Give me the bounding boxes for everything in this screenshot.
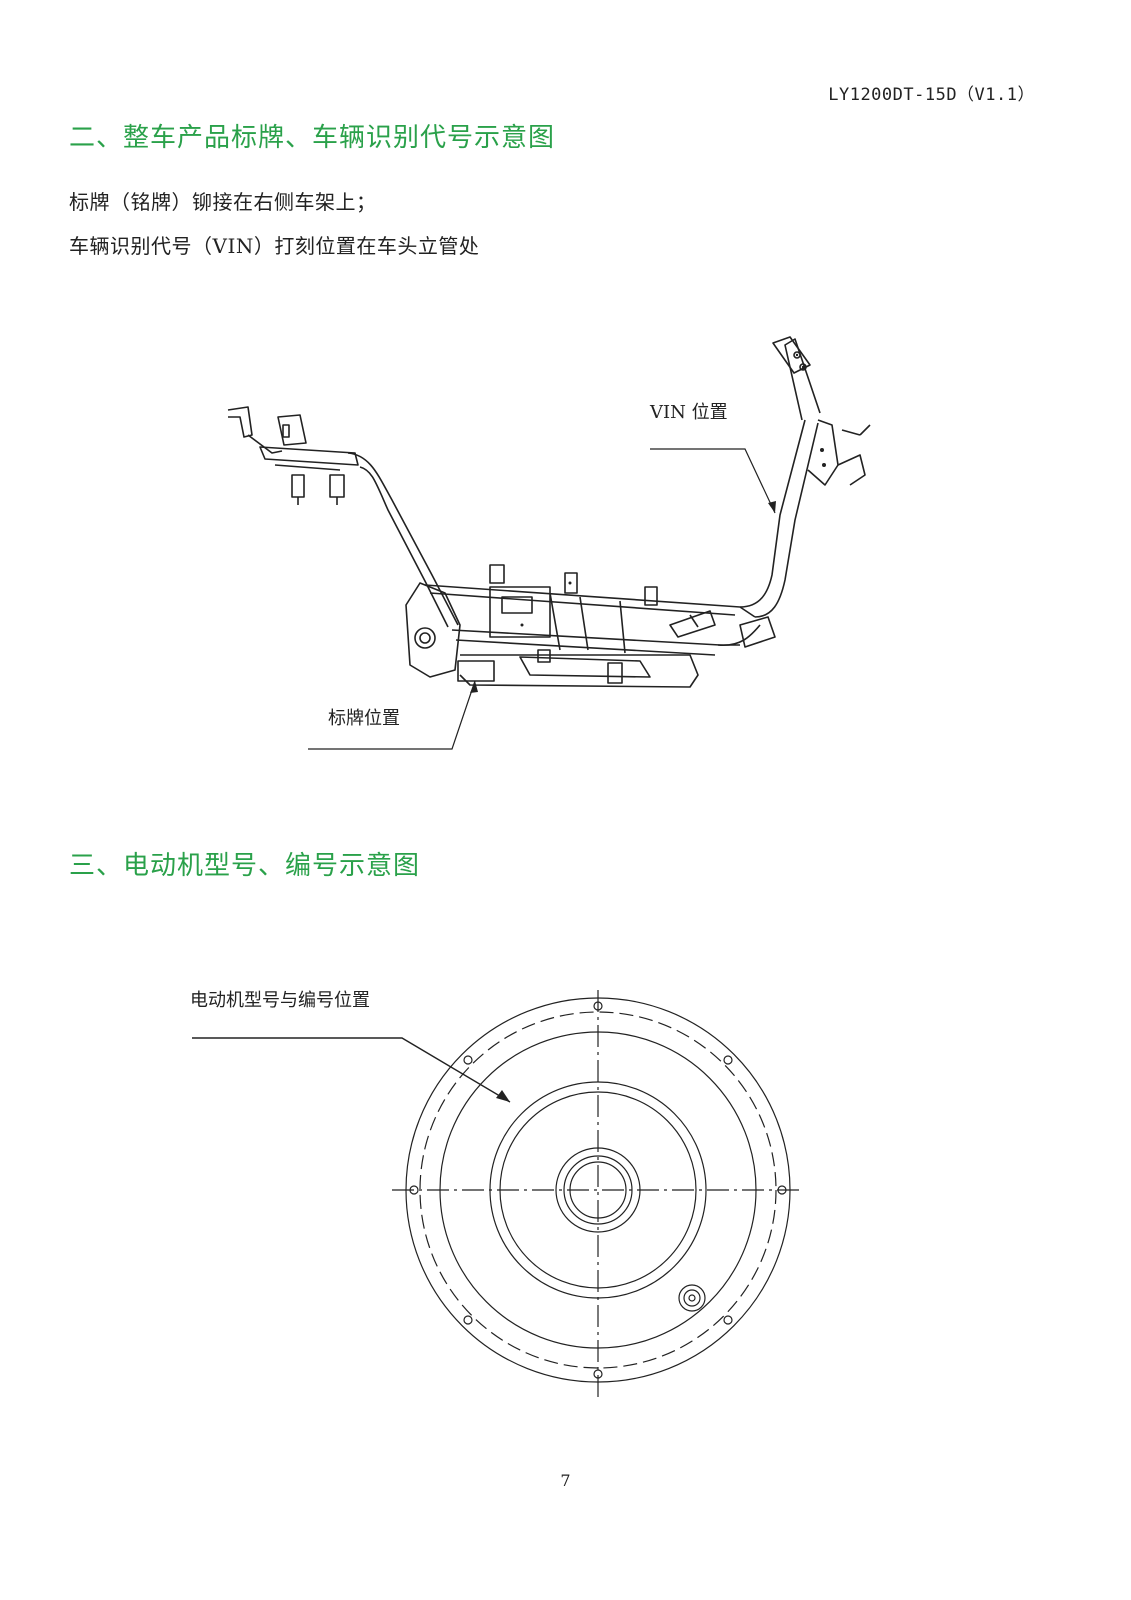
nameplate-position-label: 标牌位置 [328, 708, 400, 729]
motor-drawing [180, 990, 820, 1400]
section-3-title: 三、电动机型号、编号示意图 [69, 851, 421, 881]
vin-stamp-note: 车辆识别代号（VIN）打刻位置在车头立管处 [69, 234, 480, 258]
motor-number-position-label: 电动机型号与编号位置 [190, 990, 370, 1011]
document-code: LY1200DT-15D（V1.1） [828, 85, 1035, 105]
vin-position-label: VIN 位置 [650, 402, 728, 423]
page-number: 7 [560, 1471, 571, 1490]
vehicle-frame-drawing [220, 325, 880, 765]
section-2-title: 二、整车产品标牌、车辆识别代号示意图 [69, 123, 556, 153]
nameplate-rivet-note: 标牌（铭牌）铆接在右侧车架上； [69, 190, 377, 214]
